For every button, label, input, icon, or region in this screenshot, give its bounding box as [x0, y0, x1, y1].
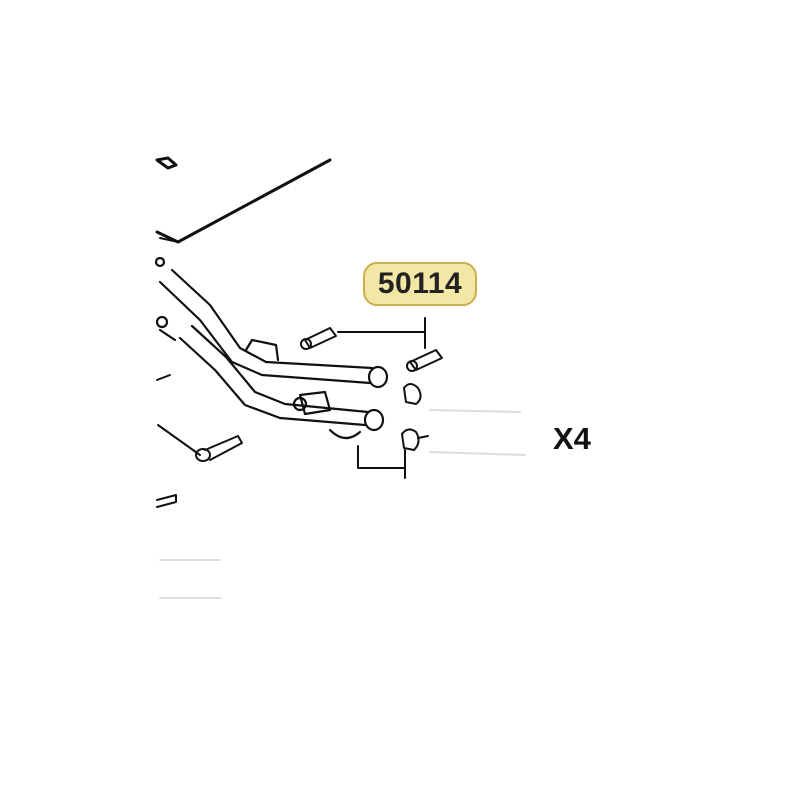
- callout-leader-lines: [337, 317, 426, 479]
- cap-nut-upper: [403, 383, 422, 405]
- handlebar-tube: [154, 256, 389, 440]
- quantity-label: X4: [553, 421, 591, 456]
- bolt-lower-left: [156, 374, 243, 508]
- bolt-upper: [300, 327, 337, 350]
- part-number-callout: 50114: [363, 262, 477, 306]
- bolt-lower: [406, 349, 443, 372]
- faded-marks: [159, 409, 526, 599]
- cap-nut-lower: [401, 428, 429, 451]
- frame-panel: [155, 156, 332, 244]
